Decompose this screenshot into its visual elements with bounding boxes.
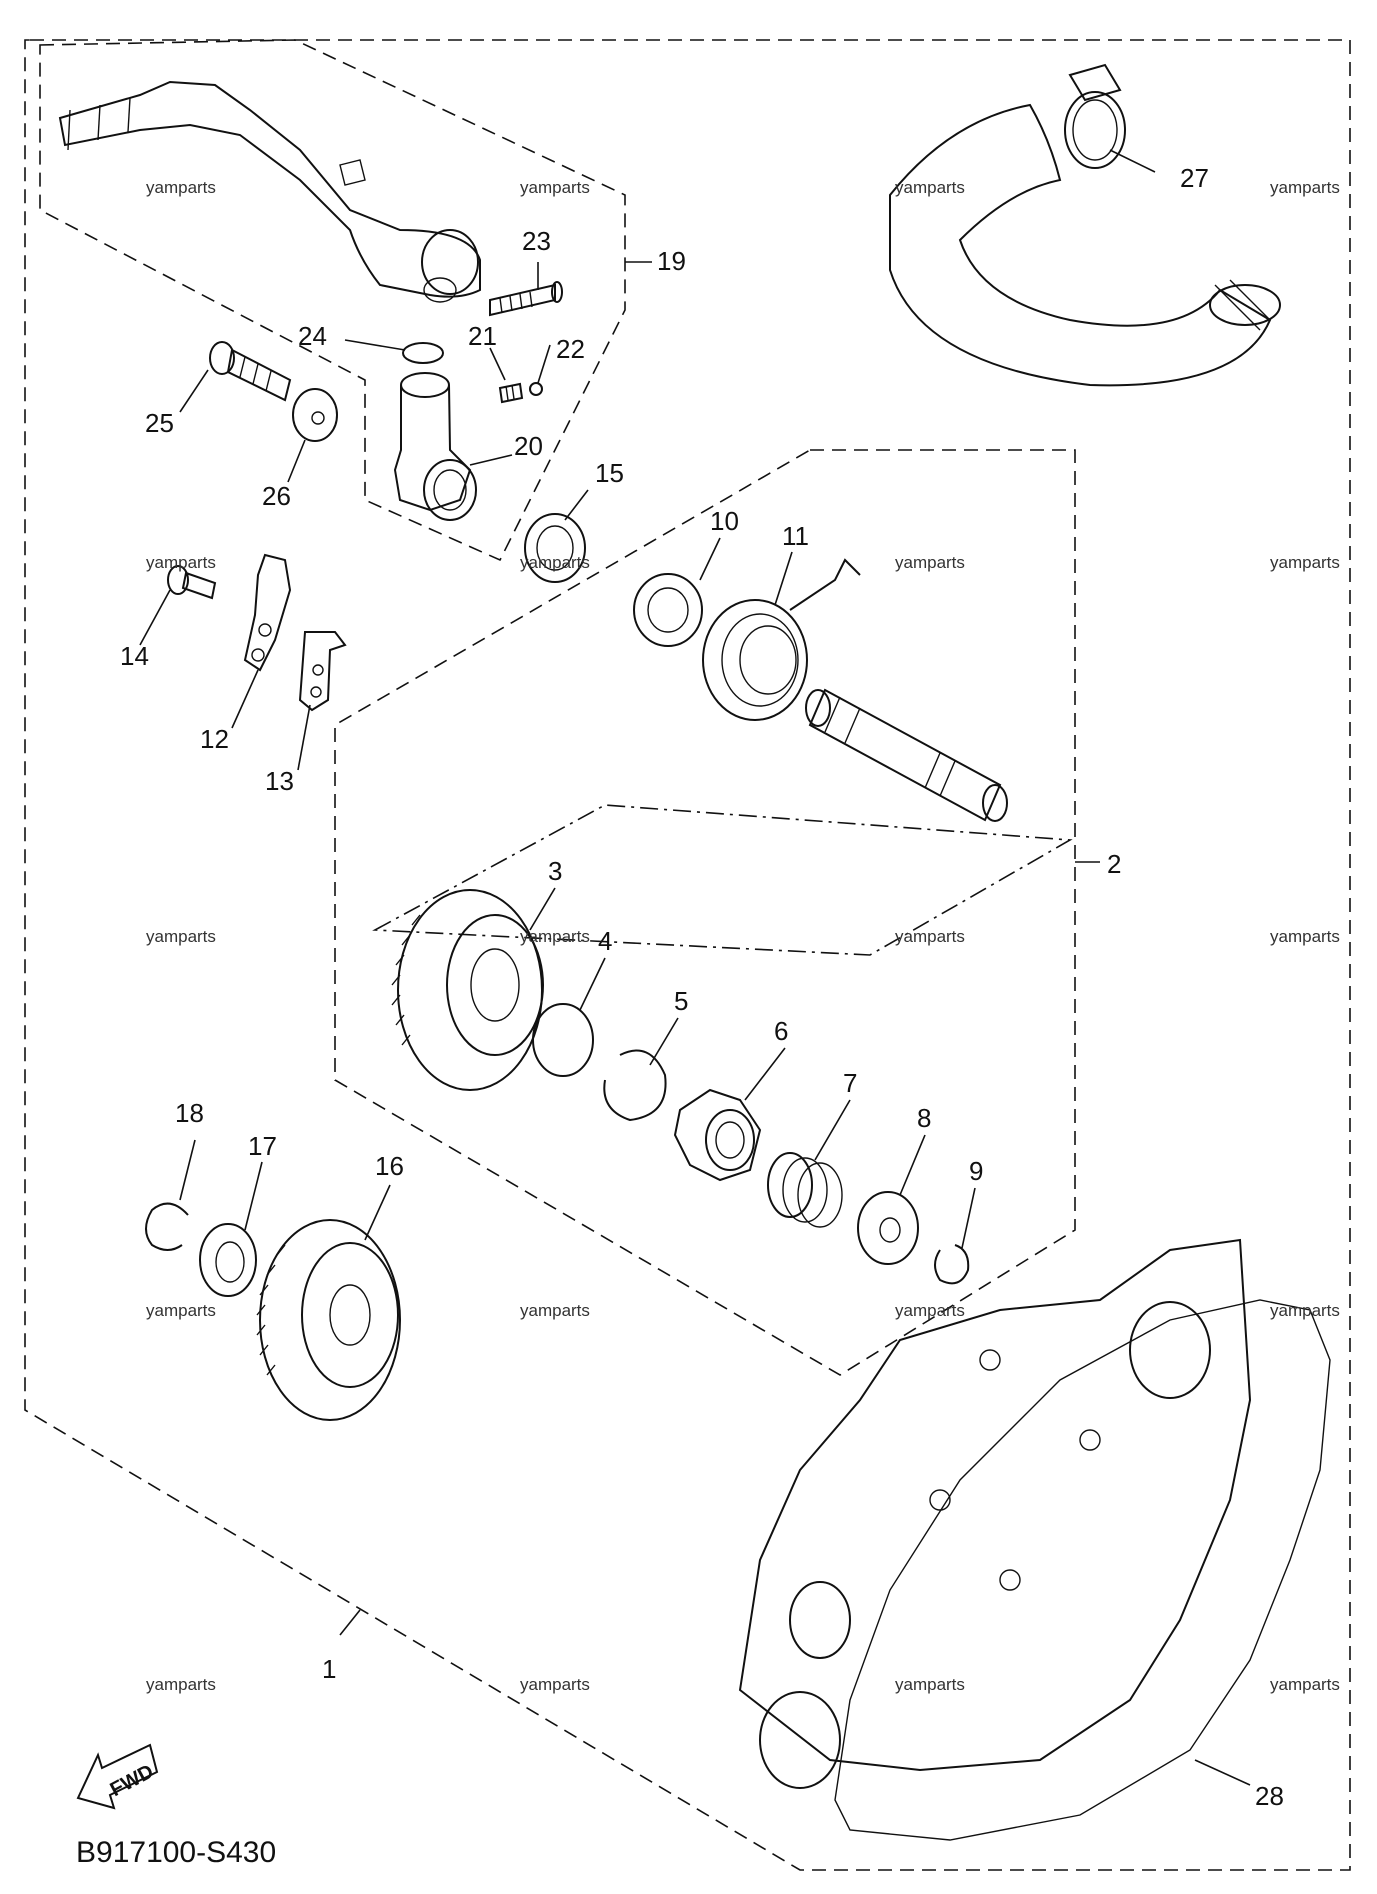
watermark: yamparts [146, 553, 216, 572]
callout-12: 12 [200, 724, 229, 754]
callout-28: 28 [1255, 1781, 1284, 1811]
kick-shaft-assembly-outline [334, 449, 1076, 1376]
fwd-label: FWD [107, 1760, 158, 1801]
watermark: yamparts [895, 178, 965, 197]
watermark: yamparts [520, 1301, 590, 1320]
kick-shaft [805, 688, 1008, 822]
callout-9: 9 [969, 1156, 983, 1186]
washer-26 [292, 388, 338, 442]
hose-clamp-27 [1064, 63, 1126, 169]
watermark: yamparts [895, 1301, 965, 1320]
watermark: yamparts [1270, 1301, 1340, 1320]
callout-13: 13 [265, 766, 294, 796]
circlip-5 [603, 1049, 667, 1122]
callout-10: 10 [710, 506, 739, 536]
watermark: yamparts [520, 553, 590, 572]
callout-19: 19 [657, 246, 686, 276]
callout-18: 18 [175, 1098, 204, 1128]
watermark: yamparts [1270, 1675, 1340, 1694]
watermark: yamparts [1270, 178, 1340, 197]
callout-24: 24 [298, 321, 327, 351]
fwd-arrow-icon: FWD [76, 1743, 159, 1810]
bolt-14 [167, 565, 217, 600]
bolt-25 [209, 341, 292, 402]
callout-16: 16 [375, 1151, 404, 1181]
watermark: yamparts [1270, 927, 1340, 946]
kick-boss-20 [393, 372, 477, 521]
callout-23: 23 [522, 226, 551, 256]
callout-25: 25 [145, 408, 174, 438]
washer-17 [199, 1223, 257, 1297]
circlip-9 [934, 1244, 970, 1285]
watermark: yamparts [895, 553, 965, 572]
washer-8 [857, 1191, 919, 1265]
ball-22 [529, 382, 543, 396]
idle-gear-16 [256, 1219, 401, 1421]
kit-boundary-outline [24, 39, 1351, 1871]
gasket-28 [834, 1299, 1331, 1841]
callout-14: 14 [120, 641, 149, 671]
watermark: yamparts [146, 1301, 216, 1320]
watermark: yamparts [520, 178, 590, 197]
callout-27: 27 [1180, 163, 1209, 193]
callout-26: 26 [262, 481, 291, 511]
watermark: yamparts [1270, 553, 1340, 572]
callout-22: 22 [556, 334, 585, 364]
gear-subassembly-outline [372, 804, 1073, 956]
kick-crank-group-outline [39, 39, 626, 562]
callout-7: 7 [843, 1068, 857, 1098]
watermark: yamparts [146, 927, 216, 946]
callout-15: 15 [595, 458, 624, 488]
kick-gear-3 [391, 889, 544, 1091]
washer-4 [532, 1003, 594, 1077]
exhaust-hose [889, 103, 1281, 387]
watermark: yamparts [520, 927, 590, 946]
circlip-18 [145, 1202, 189, 1251]
watermarks: yamparts yamparts yamparts yamparts yamp… [146, 178, 1340, 1694]
callout-1: 1 [322, 1654, 336, 1684]
callout-3: 3 [548, 856, 562, 886]
stopper-plate-12 [243, 553, 292, 672]
ratchet-6 [673, 1088, 762, 1182]
leader-lines [139, 149, 1251, 1786]
o-ring-24 [402, 342, 444, 364]
callout-21: 21 [468, 321, 497, 351]
kick-crank-lever [58, 80, 481, 303]
spring-guide-10 [633, 573, 703, 647]
spring-7 [767, 1152, 843, 1228]
callout-17: 17 [248, 1131, 277, 1161]
bolt-23 [489, 281, 563, 317]
callout-20: 20 [514, 431, 543, 461]
callout-11: 11 [782, 521, 809, 551]
torsion-spring-11 [702, 558, 861, 721]
callout-8: 8 [917, 1103, 931, 1133]
oil-seal-15 [524, 513, 586, 583]
watermark: yamparts [146, 178, 216, 197]
watermark: yamparts [520, 1675, 590, 1694]
diagram-code: B917100-S430 [76, 1836, 276, 1869]
stopper-plate-13 [298, 631, 347, 712]
watermark: yamparts [895, 927, 965, 946]
callout-2: 2 [1107, 849, 1121, 879]
callout-4: 4 [598, 926, 612, 956]
spring-21 [498, 382, 524, 404]
crankcase-cover [738, 1238, 1252, 1789]
watermark: yamparts [146, 1675, 216, 1694]
callout-5: 5 [674, 986, 688, 1016]
callout-6: 6 [774, 1016, 788, 1046]
watermark: yamparts [895, 1675, 965, 1694]
